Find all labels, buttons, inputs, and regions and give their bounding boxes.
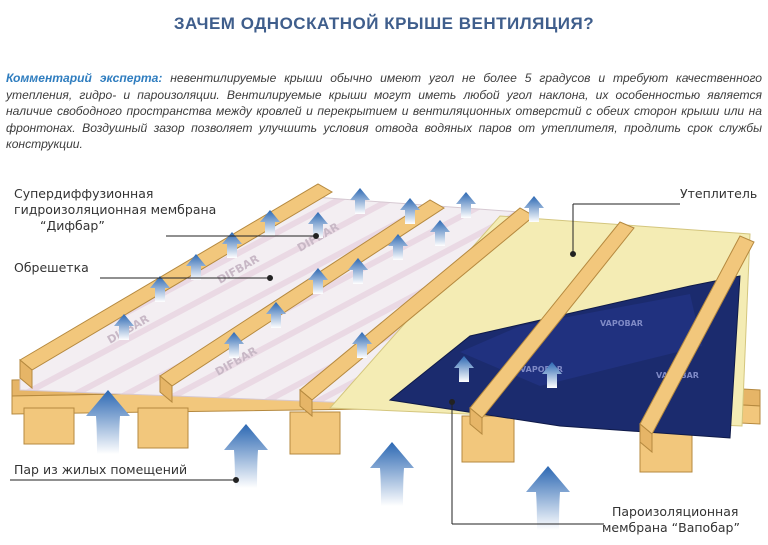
label-membrane-1: Супердиффузионная <box>14 186 153 201</box>
label-vapor-barrier-2: мембрана “Вапобар” <box>602 520 740 535</box>
label-membrane-3: “Дифбар” <box>40 218 105 233</box>
svg-text:VAPOBAR: VAPOBAR <box>600 319 643 328</box>
expert-comment: Комментарий эксперта: невентилируемые кр… <box>6 70 762 153</box>
callout-lines <box>10 203 680 525</box>
rafter-ends <box>19 358 653 454</box>
roof-diagram: DIFBAR DIFBAR DIFBAR DIFBAR VAPOBAR VAPO… <box>10 183 761 535</box>
label-vapor-barrier-1: Пароизоляционная <box>612 504 738 519</box>
svg-text:VAPOBAR: VAPOBAR <box>520 365 563 374</box>
page-title: ЗАЧЕМ ОДНОСКАТНОЙ КРЫШЕ ВЕНТИЛЯЦИЯ? <box>173 14 595 33</box>
label-insulation: Утеплитель <box>680 186 757 201</box>
label-batten: Обрешетка <box>14 260 89 275</box>
diagram-labels: Супердиффузионная гидроизоляционная мемб… <box>14 186 757 535</box>
expert-comment-text: невентилируемые крыши обычно имеют угол … <box>6 71 763 152</box>
label-room-vapor: Пар из жилых помещений <box>14 462 187 477</box>
expert-comment-lead: Комментарий эксперта: <box>6 71 163 85</box>
label-membrane-2: гидроизоляционная мембрана <box>14 202 216 217</box>
